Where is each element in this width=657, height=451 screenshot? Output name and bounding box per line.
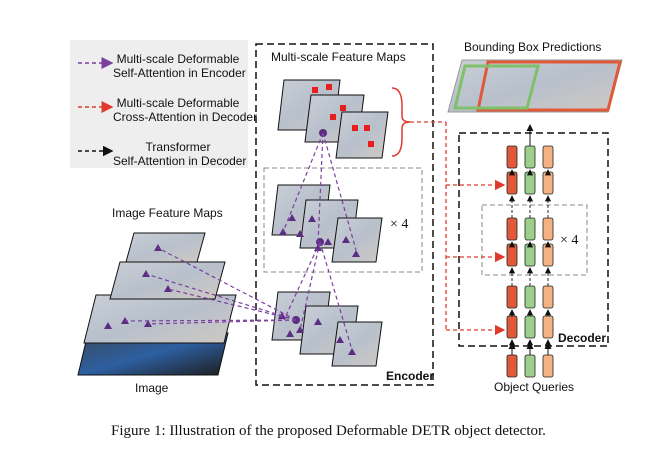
decoder-tokens: [506, 145, 554, 378]
bbox-red: [476, 60, 622, 112]
decoder-repeat-box: [481, 204, 588, 276]
encoder-input-maps: [271, 291, 383, 367]
legend-self-attn-line2: Self-Attention in Decoder: [113, 154, 247, 168]
decoder-token: [542, 171, 554, 195]
output-brace: [391, 87, 411, 157]
encoder-block: [124, 43, 434, 386]
decoder-connectors: [508, 124, 552, 355]
output-feature-maps: [277, 79, 389, 159]
decoder-token: [524, 243, 536, 267]
decoder-token: [524, 217, 536, 241]
decoder-token: [542, 354, 554, 378]
decoder-token: [542, 217, 554, 241]
decoder-token: [524, 315, 536, 339]
decoder-token: [524, 285, 536, 309]
decoder-token: [506, 145, 518, 169]
bounding-box-predictions-label: Bounding Box Predictions: [464, 40, 602, 54]
feature-map-small: [125, 232, 206, 263]
encoder-repeat-label: × 4: [390, 217, 409, 232]
legend-cross-attn-line1: Multi-scale Deformable: [116, 96, 240, 110]
legend-cross-attn-line2: Cross-Attention in Decoder: [113, 110, 258, 124]
multiscale-feature-maps-label: Multi-scale Feature Maps: [271, 50, 406, 64]
encoder-repeat-box: [263, 167, 423, 273]
decoder-token: [506, 171, 518, 195]
legend-self-attn-line1: Transformer: [145, 140, 211, 154]
image-label: Image: [135, 381, 169, 395]
decoder-token: [542, 315, 554, 339]
legend-panel: [70, 40, 248, 168]
bbox-green: [453, 64, 540, 110]
encoder-layer-maps: [271, 184, 383, 263]
legend-encoder-line1: Multi-scale Deformable: [116, 52, 240, 66]
decoder-token: [542, 285, 554, 309]
decoder-token: [524, 171, 536, 195]
legend-encoder-line2: Self-Attention in Encoder: [113, 66, 246, 80]
decoder-token: [542, 243, 554, 267]
decoder-token: [524, 354, 536, 378]
legend-encoder-text: Multi-scale Deformable Self-Attention in…: [113, 52, 246, 80]
decoder-token: [524, 145, 536, 169]
encoder-border: [255, 43, 434, 386]
legend-cross-attn-text: Multi-scale Deformable Cross-Attention i…: [113, 96, 258, 124]
decoder-block: [410, 121, 609, 378]
cross-attention-lines: [410, 121, 506, 336]
legend-self-attn-text: Transformer Self-Attention in Decoder: [113, 140, 247, 168]
bbox-prediction-image: [447, 59, 623, 113]
decoder-token: [506, 354, 518, 378]
image-feature-maps-label: Image Feature Maps: [112, 206, 223, 220]
decoder-token: [542, 145, 554, 169]
legend-background: [70, 40, 248, 168]
decoder-border: [458, 132, 609, 347]
encoder-label: Encoder: [386, 369, 435, 383]
feature-map-large: [83, 294, 237, 344]
decoder-label: Decoder: [558, 331, 607, 345]
encoder-attention-lines: [124, 132, 357, 351]
decoder-token: [506, 285, 518, 309]
decoder-repeat-label: × 4: [560, 233, 579, 248]
image-feature-stack: [77, 232, 237, 376]
figure-caption: Figure 1: Illustration of the proposed D…: [111, 423, 546, 439]
decoder-token: [506, 217, 518, 241]
object-queries-label: Object Queries: [494, 380, 575, 394]
decoder-token: [506, 243, 518, 267]
decoder-token: [506, 315, 518, 339]
